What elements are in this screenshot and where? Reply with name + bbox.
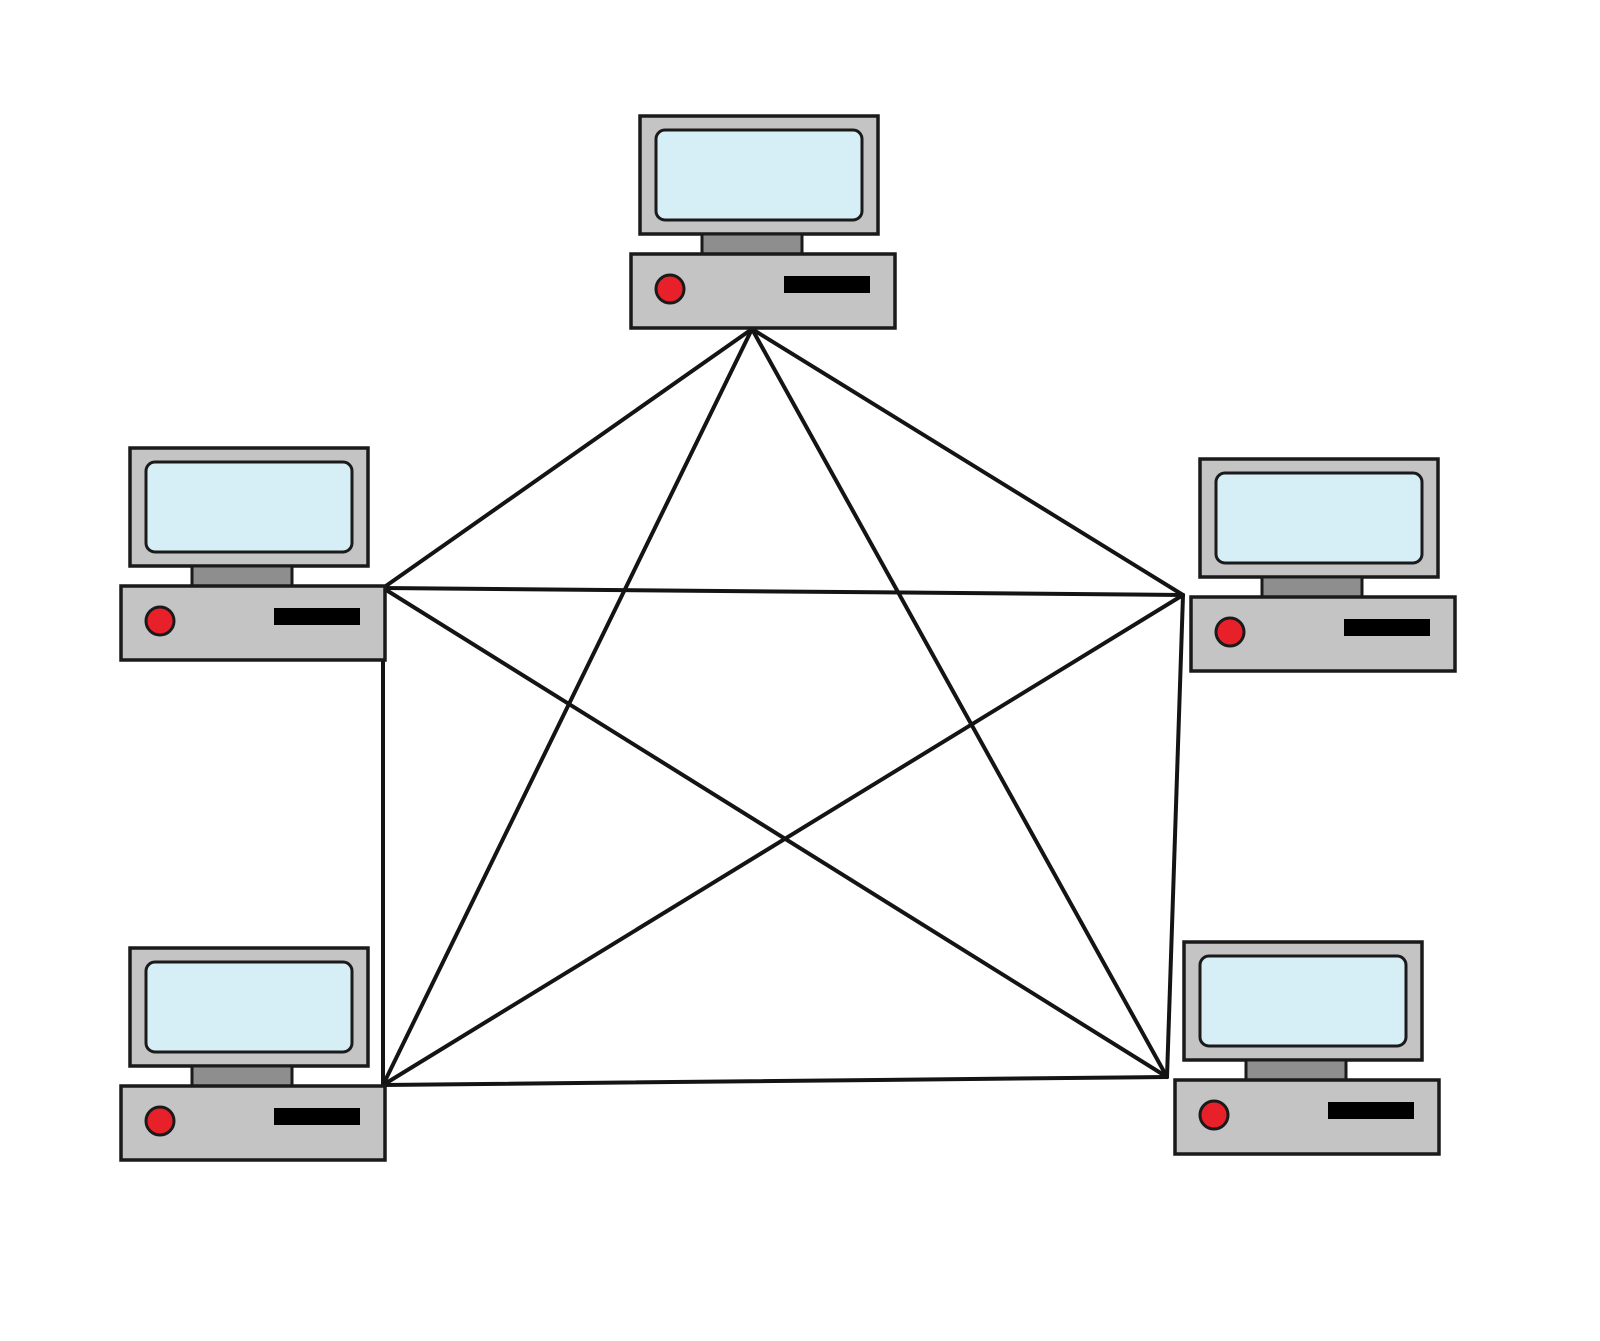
- monitor-stand: [190, 564, 294, 588]
- drive-slot: [274, 1108, 360, 1125]
- desktop-computer-icon: [1189, 457, 1457, 673]
- computer-node-right-lower: [1173, 940, 1441, 1156]
- drive-slot: [1344, 619, 1430, 636]
- drive-slot: [274, 608, 360, 625]
- monitor-stand: [190, 1064, 294, 1088]
- power-button-icon: [144, 605, 176, 637]
- computer-node-top: [629, 114, 897, 330]
- desktop-computer-icon: [119, 946, 387, 1162]
- desktop-computer-icon: [1173, 940, 1441, 1156]
- links-layer: [381, 327, 1185, 1087]
- link-top-left-lower: [381, 327, 754, 1087]
- computer-node-left-lower: [119, 946, 387, 1162]
- power-button-icon: [144, 1105, 176, 1137]
- monitor-screen: [144, 960, 354, 1054]
- monitor-stand: [1260, 575, 1364, 599]
- monitor-screen: [1198, 954, 1408, 1048]
- power-button-icon: [1214, 616, 1246, 648]
- link-top-left-upper: [381, 327, 754, 590]
- monitor-screen: [1214, 471, 1424, 565]
- drive-slot: [1328, 1102, 1414, 1119]
- computer-node-left-upper: [119, 446, 387, 662]
- link-top-right-lower: [750, 327, 1169, 1079]
- desktop-computer-icon: [629, 114, 897, 330]
- computer-node-right-upper: [1189, 457, 1457, 673]
- power-button-icon: [1198, 1099, 1230, 1131]
- link-left-lower-right-lower: [381, 1075, 1169, 1087]
- monitor-stand: [700, 232, 804, 256]
- nodes-layer: [119, 114, 1457, 1162]
- link-right-upper-right-lower: [1165, 593, 1185, 1079]
- desktop-computer-icon: [119, 446, 387, 662]
- link-top-right-upper: [750, 327, 1185, 597]
- link-left-upper-right-lower: [381, 586, 1169, 1079]
- monitor-screen: [144, 460, 354, 554]
- monitor-screen: [654, 128, 864, 222]
- drive-slot: [784, 276, 870, 293]
- link-left-upper-right-upper: [381, 586, 1185, 597]
- power-button-icon: [654, 273, 686, 305]
- monitor-stand: [1244, 1058, 1348, 1082]
- link-right-upper-left-lower: [381, 593, 1185, 1087]
